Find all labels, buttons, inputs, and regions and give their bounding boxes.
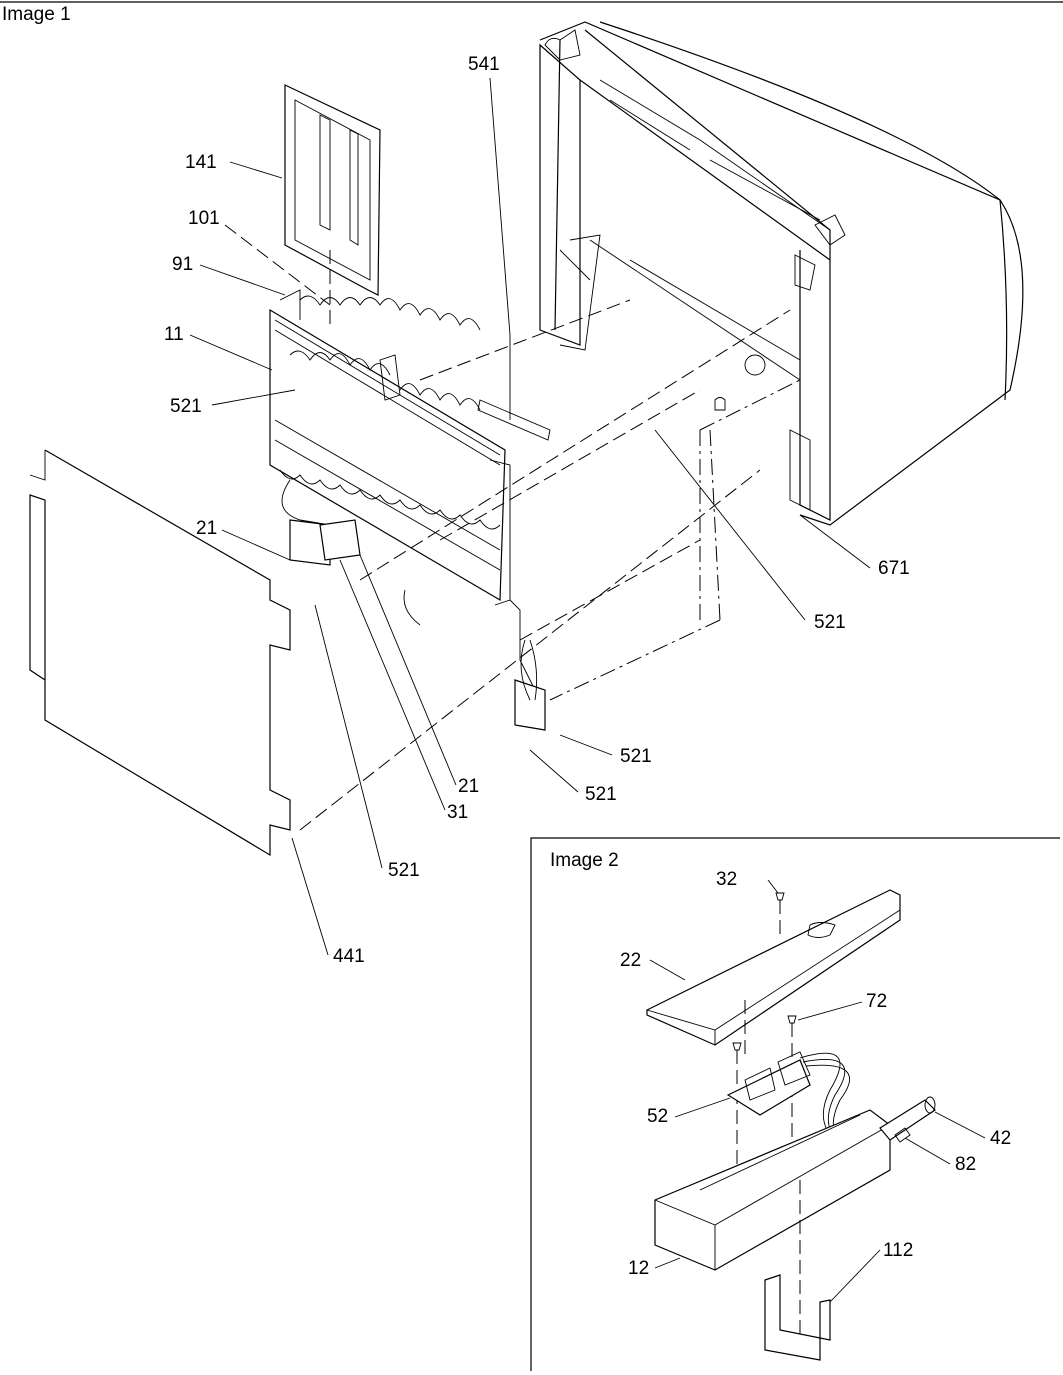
label-441: 441: [333, 946, 365, 967]
image-2-title: Image 2: [550, 850, 619, 871]
screws: [732, 892, 797, 1051]
label-52: 52: [647, 1106, 668, 1127]
label-11: 11: [164, 324, 184, 345]
label-521-a: 521: [170, 396, 202, 417]
part-441-back-panel: [29, 449, 291, 857]
label-521-b: 521: [814, 612, 846, 633]
label-32: 32: [716, 869, 737, 890]
label-521-d: 521: [585, 784, 617, 805]
image-1-title: Image 1: [2, 4, 71, 25]
label-521-e: 521: [388, 860, 420, 881]
part-11-control-panel: [269, 289, 511, 606]
callouts-image-2: 32 22 72 52 42 82 12 112: [620, 869, 1011, 1303]
label-141: 141: [185, 152, 217, 173]
part-112-bracket: [764, 1274, 831, 1361]
label-12: 12: [628, 1258, 649, 1279]
part-22-cover: [646, 889, 901, 1046]
label-42: 42: [990, 1128, 1011, 1149]
image-1-panel: Image 1: [0, 1, 1063, 967]
image-2-panel: Image 2: [530, 837, 1060, 1371]
label-21-a: 21: [196, 518, 217, 539]
label-541: 541: [468, 54, 500, 75]
part-141-cover: [284, 84, 381, 296]
label-101: 101: [188, 208, 220, 229]
cabinet-liner: [539, 21, 1024, 526]
label-21-b: 21: [458, 776, 479, 797]
label-31: 31: [447, 802, 468, 823]
part-671-panel: [549, 379, 801, 701]
label-82: 82: [955, 1154, 976, 1175]
label-521-c: 521: [620, 746, 652, 767]
part-12-tray: [654, 1109, 891, 1271]
label-72: 72: [866, 991, 887, 1012]
label-22: 22: [620, 950, 641, 971]
label-112: 112: [883, 1240, 913, 1261]
part-42-82-tube: [879, 1096, 936, 1143]
callouts-image-1: 141 101 91 11 521 541 21 671 521 521 521…: [164, 54, 910, 967]
label-671: 671: [878, 558, 910, 579]
label-91: 91: [172, 254, 193, 275]
